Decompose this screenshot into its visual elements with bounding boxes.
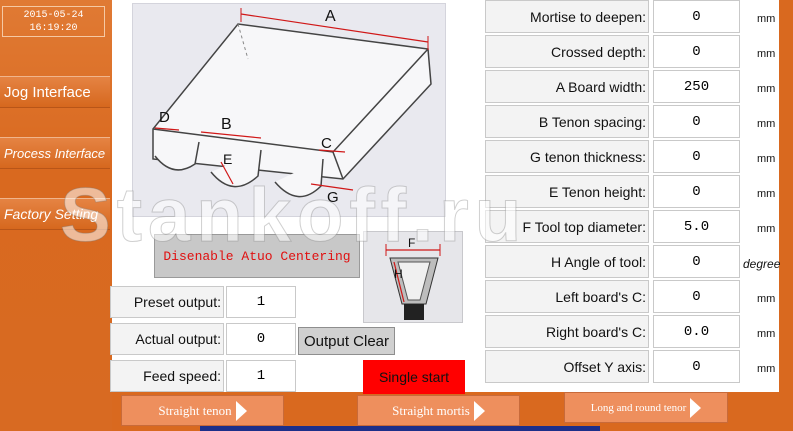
label-g: G: [327, 189, 339, 206]
param-label-board-width: A Board width:: [485, 70, 649, 103]
param-field-tenon-thickness[interactable]: 0: [653, 140, 740, 173]
straight-mortise-label: Straight mortis: [392, 402, 470, 418]
param-label-mortise-deepen: Mortise to deepen:: [485, 0, 649, 33]
param-field-offset-y[interactable]: 0: [653, 350, 740, 383]
param-unit: mm: [757, 152, 776, 165]
tool-diagram: F H: [363, 231, 463, 323]
arrow-right-icon: [690, 397, 702, 418]
param-unit: mm: [757, 187, 776, 200]
param-unit: mm: [757, 222, 776, 235]
straight-mortise-button[interactable]: Straight mortis: [357, 395, 520, 426]
tool-diagram-svg: F H: [385, 236, 441, 320]
label-f: F: [408, 236, 415, 250]
long-round-tenon-label: Long and round tenor: [590, 401, 687, 414]
straight-tenon-button[interactable]: Straight tenon: [121, 395, 284, 426]
param-field-mortise-deepen[interactable]: 0: [653, 0, 740, 33]
param-label-tenon-spacing: B Tenon spacing:: [485, 105, 649, 138]
straight-tenon-label: Straight tenon: [158, 402, 232, 418]
actual-output-field: 0: [226, 323, 296, 355]
long-round-tenon-button[interactable]: Long and round tenor: [564, 392, 728, 423]
param-label-left-board-c: Left board's C:: [485, 280, 649, 313]
label-d: D: [159, 109, 170, 126]
param-unit: mm: [757, 82, 776, 95]
sidebar-item-factory-setting[interactable]: Factory Setting: [0, 198, 110, 230]
param-unit: degree: [743, 256, 781, 271]
label-c: C: [321, 135, 332, 152]
param-field-left-board-c[interactable]: 0: [653, 280, 740, 313]
param-label-offset-y: Offset Y axis:: [485, 350, 649, 383]
clock: 2015-05-24 16:19:20: [2, 6, 105, 37]
param-field-tool-angle[interactable]: 0: [653, 245, 740, 278]
param-field-tenon-height[interactable]: 0: [653, 175, 740, 208]
label-b: B: [221, 116, 232, 133]
clock-time: 16:19:20: [29, 23, 78, 34]
param-label-right-board-c: Right board's C:: [485, 315, 649, 348]
param-field-tenon-spacing[interactable]: 0: [653, 105, 740, 138]
param-field-right-board-c[interactable]: 0.0: [653, 315, 740, 348]
arrow-right-icon: [473, 400, 485, 421]
param-unit: mm: [757, 47, 776, 60]
sidebar-item-process-interface[interactable]: Process Interface: [0, 137, 110, 169]
arrow-right-icon: [235, 400, 247, 421]
preset-output-field[interactable]: 1: [226, 286, 296, 318]
label-a: A: [325, 8, 336, 25]
param-label-tenon-height: E Tenon height:: [485, 175, 649, 208]
param-label-crossed-depth: Crossed depth:: [485, 35, 649, 68]
sidebar: 2015-05-24 16:19:20 Jog Interface Proces…: [0, 0, 112, 431]
param-unit: mm: [757, 117, 776, 130]
param-unit: mm: [757, 362, 776, 375]
feed-speed-field[interactable]: 1: [226, 360, 296, 392]
right-border: [779, 0, 793, 431]
param-label-tool-top-diameter: F Tool top diameter:: [485, 210, 649, 243]
param-field-tool-top-diameter[interactable]: 5.0: [653, 210, 740, 243]
param-field-board-width[interactable]: 250: [653, 70, 740, 103]
label-h: H: [394, 267, 403, 281]
sidebar-item-jog-interface[interactable]: Jog Interface: [0, 76, 110, 108]
clock-date: 2015-05-24: [23, 10, 84, 21]
label-e: E: [223, 151, 232, 167]
param-label-tool-angle: H Angle of tool:: [485, 245, 649, 278]
actual-output-label: Actual output:: [110, 323, 224, 355]
output-clear-button[interactable]: Output Clear: [298, 327, 395, 355]
param-unit: mm: [757, 292, 776, 305]
param-unit: mm: [757, 12, 776, 25]
param-field-crossed-depth[interactable]: 0: [653, 35, 740, 68]
tenon-diagram: A B D E C G: [132, 3, 446, 217]
single-start-button[interactable]: Single start: [363, 360, 465, 394]
disable-auto-centering-button[interactable]: Disenable Atuo Centering: [154, 234, 360, 278]
param-label-tenon-thickness: G tenon thickness:: [485, 140, 649, 173]
param-unit: mm: [757, 327, 776, 340]
bottom-blue-bar: [200, 426, 600, 431]
tenon-diagram-svg: A B D E C G: [152, 8, 432, 206]
feed-speed-label: Feed speed:: [110, 360, 224, 392]
preset-output-label: Preset output:: [110, 286, 224, 318]
